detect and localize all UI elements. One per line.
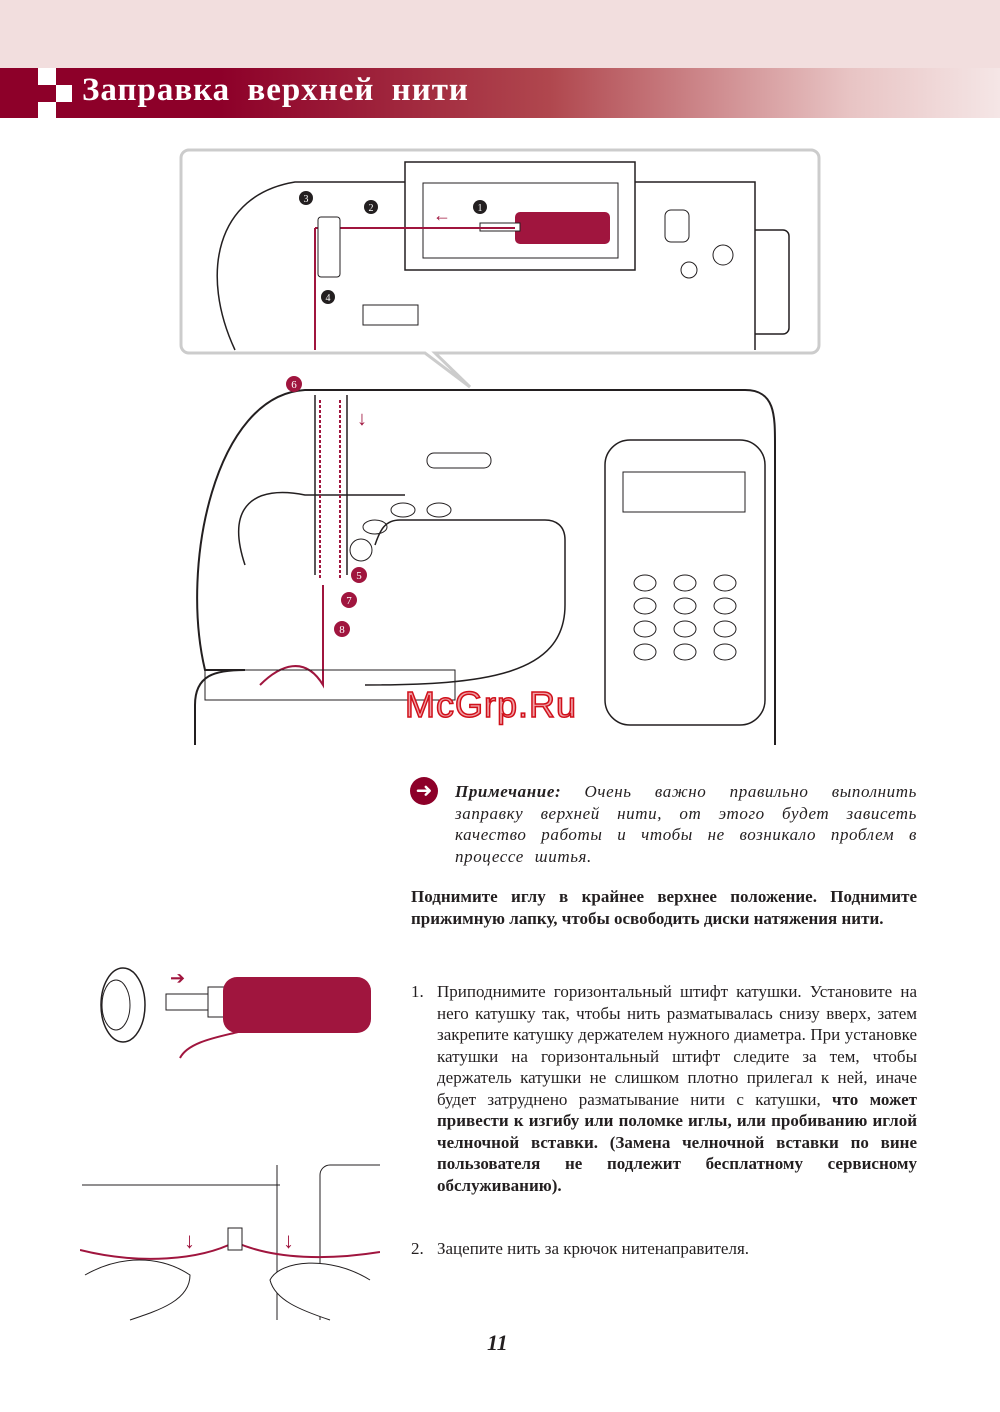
note: Примечание: Очень важно правильно выполн… <box>455 781 917 867</box>
step-1: 1. Приподнимите горизонтальный штифт кат… <box>411 981 917 1196</box>
step-marker: 3 <box>304 194 309 205</box>
instruction-text: Поднимите иглу в крайнее верхнее положен… <box>411 887 917 928</box>
thread-guide-illustration: ↓ ↓ <box>80 1164 380 1321</box>
step-marker: 6 <box>291 379 297 391</box>
svg-text:←: ← <box>433 205 451 225</box>
svg-text:↓: ↓ <box>357 408 367 430</box>
step-warning: что может привести к изгибу или поломке … <box>437 1089 917 1195</box>
step-marker: 4 <box>326 293 331 304</box>
step-text: Зацепите нить за крючок нитенаправителя. <box>437 1239 750 1258</box>
svg-text:↓: ↓ <box>283 1228 294 1253</box>
svg-text:➔: ➔ <box>170 968 185 988</box>
title-decor <box>38 68 56 85</box>
step-marker: 8 <box>339 624 345 636</box>
step-2: 2. Зацепите нить за крючок нитенаправите… <box>411 1238 917 1260</box>
threading-detail-illustration: ← 1 2 3 4 <box>179 148 821 389</box>
svg-text:↓: ↓ <box>184 1228 195 1253</box>
page-number: 11 <box>487 1330 508 1355</box>
watermark: McGrp.Ru <box>404 683 578 726</box>
step-text: Приподнимите горизонтальный штифт катушк… <box>437 982 917 1109</box>
step-marker: 7 <box>346 595 352 607</box>
step-number: 1. <box>411 982 424 1001</box>
title-decor <box>56 85 72 102</box>
note-text: Очень важно правильно выполнить заправку… <box>455 782 917 866</box>
page-title: Заправка верхней нити <box>82 72 469 108</box>
sewing-machine-illustration: ↓ 6 5 7 8 <box>194 376 776 745</box>
top-band <box>0 0 1000 68</box>
step-marker: 1 <box>478 203 483 214</box>
note-label: Примечание: <box>455 782 562 801</box>
step-marker: 5 <box>356 570 362 582</box>
title-decor <box>38 102 56 118</box>
step-number: 2. <box>411 1239 424 1258</box>
title-bar <box>0 68 1000 118</box>
arrow-right-icon: ➜ <box>410 777 438 805</box>
step-marker: 2 <box>369 203 374 214</box>
spool-illustration: ➔ <box>100 967 371 1059</box>
